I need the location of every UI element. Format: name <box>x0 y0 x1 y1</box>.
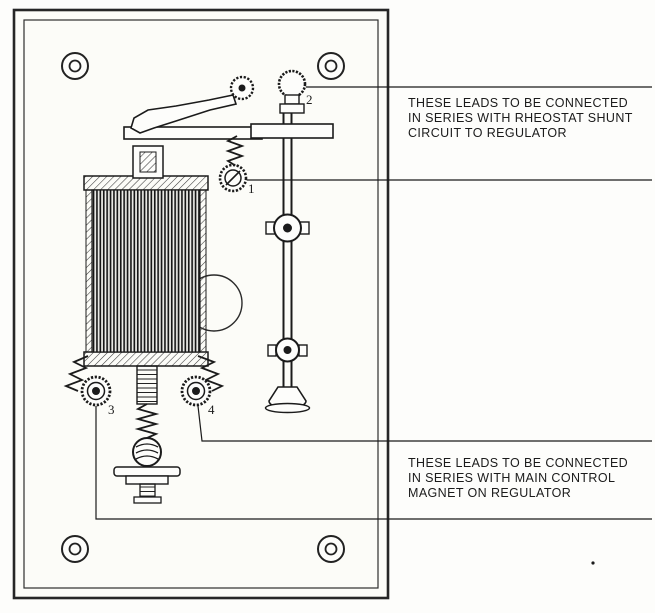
coil-right-wall <box>199 189 207 353</box>
terminal-4-label: 4 <box>208 402 215 417</box>
annotation-line: IN SERIES WITH RHEOSTAT SHUNT <box>408 111 633 125</box>
pivot-center <box>238 84 246 92</box>
coil-left-wall <box>85 189 93 353</box>
base-plate-wide <box>113 466 181 477</box>
mounting-hole-top-left <box>61 52 89 80</box>
annotation-rheostat-note: THESE LEADS TO BE CONNECTED IN SERIES WI… <box>408 96 633 141</box>
rod-joint-lower <box>267 337 308 363</box>
upper-spring <box>225 135 245 167</box>
terminal-1 <box>218 163 248 193</box>
push-rod <box>282 113 293 387</box>
base-plate-narrow <box>125 475 169 485</box>
mounting-hole-top-right <box>317 52 345 80</box>
rod-bracket-plate <box>250 123 334 139</box>
annotation-line: THESE LEADS TO BE CONNECTED <box>408 96 629 110</box>
mounting-hole-bottom-left <box>61 535 89 563</box>
terminal-3-label: 3 <box>108 402 115 417</box>
annotation-main-control-note: THESE LEADS TO BE CONNECTED IN SERIES WI… <box>408 456 628 501</box>
solenoid-coil <box>83 175 209 367</box>
armature-lever <box>123 75 263 140</box>
leader-line-terminal-4 <box>197 405 652 442</box>
coil-bottom-flange <box>83 351 209 367</box>
coil-winding <box>91 189 201 353</box>
annotation-line: THESE LEADS TO BE CONNECTED <box>408 456 629 470</box>
terminal-2-knob <box>277 69 307 114</box>
annotation-line: IN SERIES WITH MAIN CONTROL <box>408 471 616 485</box>
rod-foot <box>264 386 311 414</box>
rod-joint-upper <box>265 213 310 243</box>
adjuster-spring <box>134 403 160 439</box>
terminal-3 <box>80 375 112 407</box>
adjuster-assembly <box>113 365 181 504</box>
left-spring <box>63 355 89 392</box>
pawl-lever <box>130 94 238 134</box>
terminal-4 <box>180 375 212 407</box>
terminal-2-label: 2 <box>306 92 313 107</box>
right-spring <box>197 355 225 392</box>
threaded-stem <box>136 365 158 405</box>
mounting-hole-bottom-right <box>317 535 345 563</box>
annotation-line: MAGNET ON REGULATOR <box>408 486 572 500</box>
annotation-line: CIRCUIT TO REGULATOR <box>408 126 567 140</box>
ink-speck <box>591 561 595 565</box>
leader-line-terminal-3 <box>95 406 652 520</box>
housing-coils <box>135 443 159 460</box>
adjuster-foot <box>133 496 162 504</box>
terminal-1-label: 1 <box>248 181 255 196</box>
panel-inner-edge <box>23 19 379 589</box>
adjuster-stub <box>139 483 156 498</box>
core-stem <box>132 145 164 179</box>
